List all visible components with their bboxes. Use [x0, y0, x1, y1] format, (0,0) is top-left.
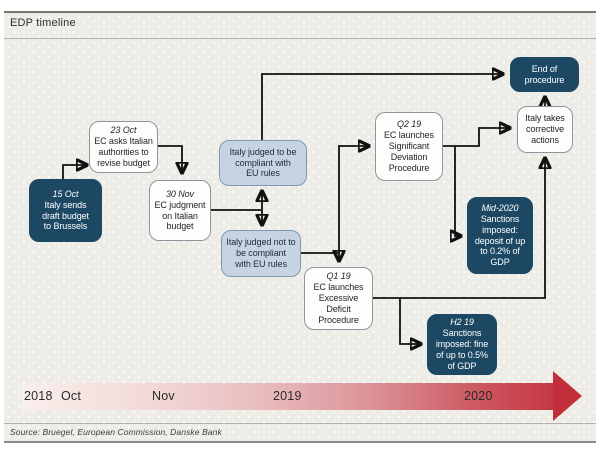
timeline-label-2019: 2019	[273, 389, 302, 403]
top-rule	[4, 11, 596, 13]
text-line: of GDP	[447, 360, 477, 371]
text-line: End of	[531, 63, 558, 74]
text-line: Italy takes	[525, 113, 565, 124]
text-line: imposed: fine	[435, 339, 489, 350]
page-title: EDP timeline	[10, 17, 76, 29]
timeline-label-2018: 2018	[24, 389, 53, 403]
connector-q119-to-corrective	[373, 159, 545, 299]
box-date: 30 Nov	[166, 188, 194, 199]
text-line: procedure	[524, 74, 565, 85]
box-date: Mid-2020	[481, 202, 519, 213]
text-line: Sanctions	[480, 213, 520, 224]
text-line: corrective	[525, 124, 564, 135]
box-date: 15 Oct	[52, 188, 79, 199]
text-line: EC judgment	[154, 199, 206, 210]
text-line: budget	[166, 221, 194, 232]
text-line: Deficit	[326, 303, 351, 314]
timeline-arrowhead-icon	[553, 371, 582, 421]
text-line: EC launches	[384, 130, 434, 141]
box-date: Q1 19	[326, 271, 351, 282]
text-line: Italy sends	[44, 199, 87, 210]
text-line: deposit of up	[474, 235, 526, 246]
text-line: draft budget	[42, 210, 89, 221]
text-line: EU rules	[246, 168, 280, 179]
text-line: actions	[531, 134, 559, 145]
source-text: Source: Bruegel, European Commission, Da…	[10, 427, 222, 437]
box-date: 23 Oct	[110, 125, 137, 136]
text-line: to Brussels	[43, 221, 88, 232]
timeline-arrow-body	[22, 383, 553, 410]
text-line: Deviation	[390, 151, 428, 162]
text-line: imposed:	[482, 224, 518, 235]
text-line: Italy judged not to	[226, 237, 296, 248]
title-rule	[4, 38, 596, 39]
text-line: Procedure	[388, 162, 430, 173]
text-line: EC asks Italian	[94, 136, 153, 147]
text-line: of up to 0.5%	[436, 349, 488, 360]
timeline-label-nov: Nov	[152, 389, 175, 403]
text-line: with EU rules	[235, 258, 287, 269]
text-line: Significant	[388, 141, 430, 152]
box-date: H2 19	[450, 317, 474, 328]
text-line: GDP	[490, 257, 510, 268]
text-line: Excessive	[318, 293, 359, 304]
text-line: Procedure	[318, 314, 359, 325]
text-line: compliant with	[235, 157, 291, 168]
source-rule	[4, 423, 596, 424]
bottom-rule	[4, 441, 596, 443]
text-line: on Italian	[162, 210, 198, 221]
connector-15oct-to-23oct	[62, 165, 86, 179]
connector-compliant-to-end	[261, 74, 502, 140]
text-line: to 0.2% of	[480, 246, 520, 257]
connector-23oct-to-30nov	[158, 145, 182, 172]
connector-q219-to-mid2020	[455, 146, 460, 236]
text-line: be compliant	[236, 248, 286, 259]
text-line: EC launches	[313, 282, 364, 293]
connector-junction-to-q219	[338, 146, 368, 253]
box-date: Q2 19	[396, 119, 422, 130]
connector-q219-to-corrective	[443, 128, 509, 147]
text-line: Italy judged to be	[229, 146, 297, 157]
text-line: revise budget	[97, 157, 150, 168]
timeline-label-oct: Oct	[61, 389, 82, 403]
connector-q119-to-h219	[399, 298, 420, 344]
text-line: Sanctions	[442, 328, 482, 339]
timeline-label-2020: 2020	[464, 389, 493, 403]
text-line: authorities to	[98, 147, 149, 157]
